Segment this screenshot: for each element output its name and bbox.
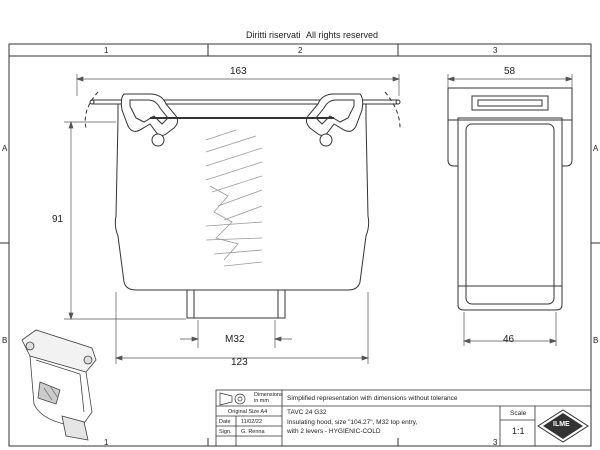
isometric-view [21,329,97,441]
projection-symbol [219,392,246,406]
front-dimensions [64,74,401,364]
drawing-note: Simplified representation with dimension… [287,395,458,402]
zone-row-a: A [2,144,8,153]
dim-side-width-top: 58 [504,66,516,77]
side-view [447,87,573,311]
product-desc-line2: with 2 levers - HYGIENIC-COLD [287,428,381,435]
rights-reserved-en: All rights reserved [306,30,379,40]
zone-col-3: 3 [493,46,498,55]
front-brand-pattern [205,129,263,267]
zone-row-b-right: B [593,336,599,345]
zone-row-a-right: A [593,144,599,153]
dim-front-entry: M32 [225,334,245,345]
scale-value: 1:1 [512,426,525,436]
date-label: Date [219,419,231,425]
dim-side-width-bottom: 46 [503,334,515,345]
zone-row-b: B [2,336,8,345]
zone-col-3-bottom: 3 [493,438,498,447]
units-label: Dimensions in mm [254,392,283,404]
sign-label: Sign. [219,429,232,435]
dim-front-width-top: 163 [230,66,247,77]
zone-col-2: 2 [298,46,303,55]
logo-text: ILME [553,421,570,428]
zone-col-1-bottom: 1 [104,438,109,447]
product-desc-line1: Insulating hood, size "104.27", M32 top … [287,419,418,426]
dim-front-width-bottom: 123 [231,357,248,368]
front-view [84,91,401,319]
rights-reserved-it: Diritti riservati [246,30,301,40]
scale-label: Scale [510,410,527,417]
date-value: 11/02/22 [241,419,263,425]
sign-value: G. Renna [241,429,265,435]
zone-col-1: 1 [104,46,109,55]
side-dimensions [446,74,574,346]
original-size: Original Size A4 [228,409,268,415]
product-code: TAVC 24 G32 [287,409,327,416]
dim-front-height: 91 [52,214,64,225]
ilme-logo [537,409,589,443]
title-block-frame [215,389,592,447]
